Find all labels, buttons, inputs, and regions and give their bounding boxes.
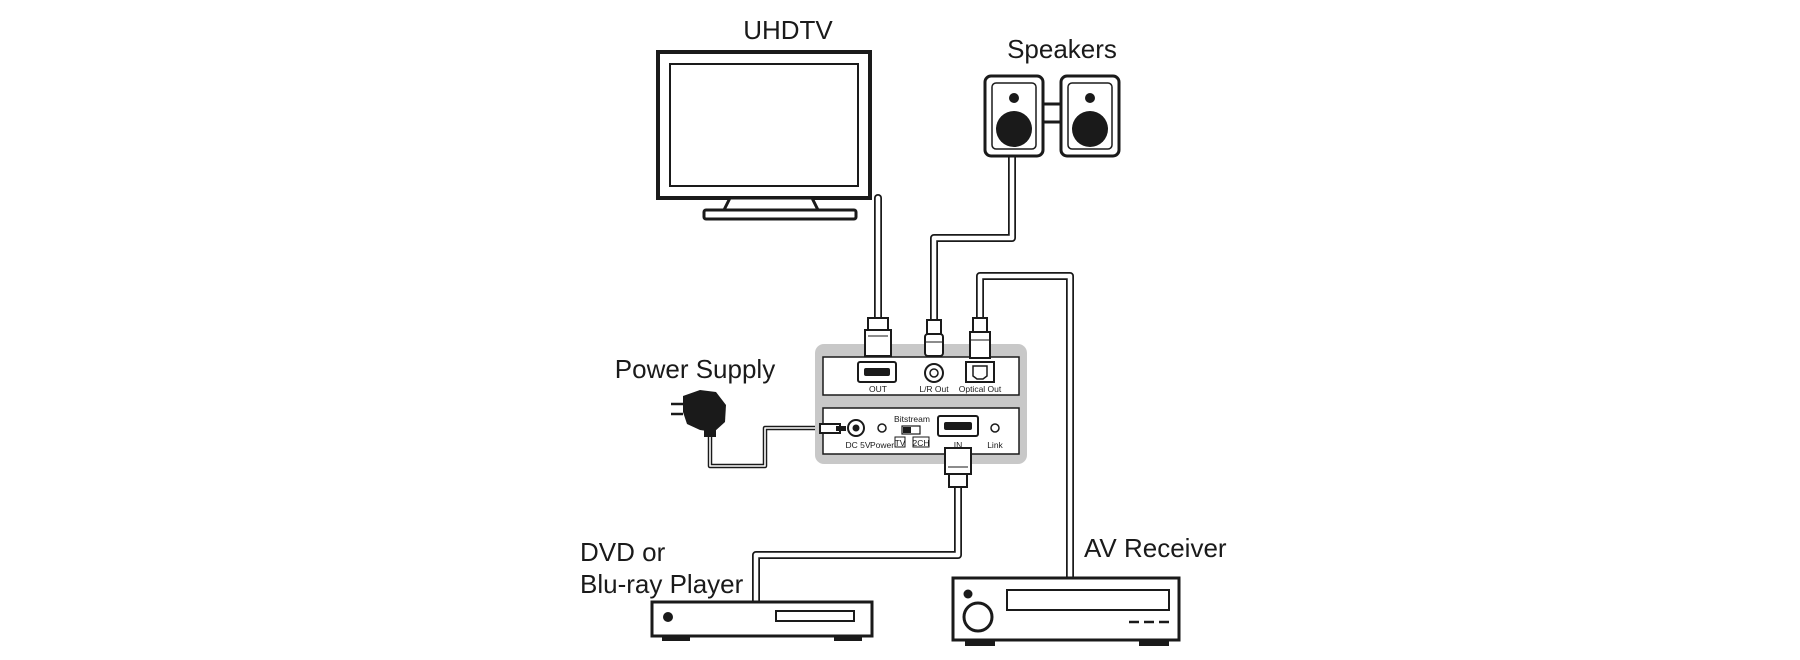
- extractor-device: OUT L/R Out Optical Out DC 5V Power Bit: [815, 344, 1027, 464]
- label-out: OUT: [869, 384, 887, 394]
- label-lr-out: L/R Out: [919, 384, 949, 394]
- label-switch-tv: TV: [895, 438, 906, 448]
- twoch-mark-box: [912, 436, 930, 448]
- plugs: [819, 317, 991, 488]
- dvd-player: [650, 600, 874, 641]
- label-bitstream: Bitstream: [894, 414, 930, 424]
- cable-dvd-hdmi: [752, 456, 962, 606]
- speaker-right: [1059, 74, 1121, 158]
- device-top-panel: OUT L/R Out Optical Out: [822, 356, 1020, 396]
- optical-plug: [969, 317, 991, 359]
- optical-out-port: [965, 361, 995, 383]
- label-dc: DC 5V: [845, 440, 870, 450]
- av-receiver: [951, 576, 1181, 646]
- link-led: [990, 423, 1000, 433]
- lr-out-jack: [924, 363, 944, 383]
- tv-mark-box: [894, 436, 906, 448]
- label-optical-out: Optical Out: [959, 384, 1002, 394]
- device-bottom-panel: DC 5V Power Bitstream TV 2CH IN Link: [822, 407, 1020, 455]
- label-in: IN: [954, 440, 963, 450]
- dc-plug: [819, 423, 846, 434]
- rca-plug: [924, 319, 944, 357]
- uhdtv: [656, 50, 872, 221]
- cables: [707, 151, 1074, 606]
- speakers: [983, 74, 1121, 158]
- uhdtv-label: UHDTV: [743, 15, 833, 45]
- hdmi-plug-bottom: [944, 447, 972, 488]
- hdmi-plug-top: [864, 317, 892, 357]
- label-power: Power: [870, 440, 894, 450]
- power-supply-label: Power Supply: [615, 354, 775, 384]
- power-led: [877, 423, 887, 433]
- dvd-label-line1: DVD or: [580, 537, 666, 567]
- label-link: Link: [987, 440, 1003, 450]
- av-receiver-label: AV Receiver: [1084, 533, 1227, 563]
- speakers-label: Speakers: [1007, 34, 1117, 64]
- hdmi-in-port: [937, 415, 979, 437]
- power-adapter: [671, 390, 726, 437]
- bitstream-switch[interactable]: [901, 425, 921, 435]
- dc-jack: [847, 419, 865, 437]
- speaker-left: [983, 74, 1045, 158]
- cable-optical-receiver: [976, 272, 1074, 582]
- dvd-label-line2: Blu-ray Player: [580, 569, 744, 599]
- label-switch-2ch: 2CH: [912, 438, 929, 448]
- cable-power: [707, 425, 820, 469]
- cable-speakers-lr: [930, 151, 1016, 336]
- hdmi-out-port: [857, 361, 897, 383]
